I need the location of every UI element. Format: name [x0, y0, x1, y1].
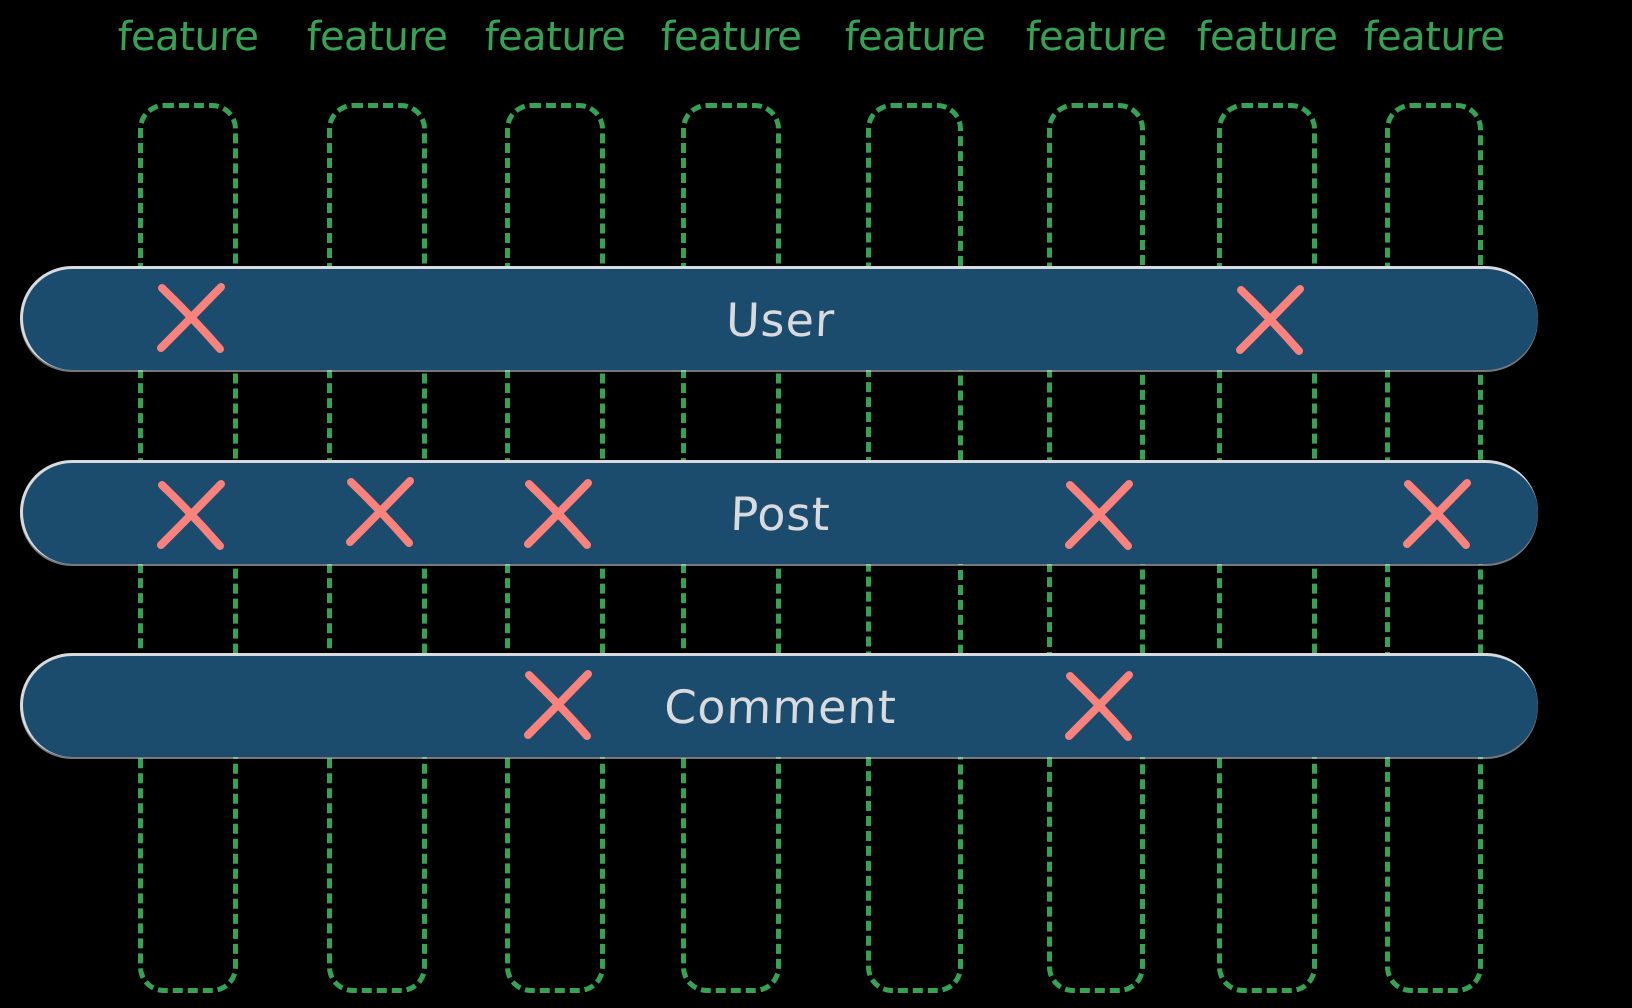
x-icon [154, 281, 228, 355]
entity-row-label: Post [729, 486, 832, 541]
x-icon [343, 475, 417, 549]
x-icon [521, 477, 595, 551]
entity-row-post[interactable]: Post [20, 460, 1538, 564]
feature-column-label-8: feature [1362, 14, 1506, 60]
x-icon [1233, 283, 1307, 357]
entity-row-label: User [725, 292, 836, 347]
x-icon [1062, 669, 1136, 743]
entity-row-label: Comment [663, 679, 898, 734]
x-icon [154, 478, 228, 552]
feature-column-label-2: feature [305, 14, 449, 60]
feature-column-label-4: feature [659, 14, 803, 60]
entity-row-comment[interactable]: Comment [20, 653, 1538, 757]
x-icon [521, 668, 595, 742]
feature-column-label-3: feature [483, 14, 627, 60]
x-icon [1062, 478, 1136, 552]
x-icon [1400, 477, 1474, 551]
feature-column-label-5: feature [843, 14, 986, 60]
entity-row-user[interactable]: User [20, 266, 1538, 370]
feature-column-label-1: feature [116, 14, 260, 60]
